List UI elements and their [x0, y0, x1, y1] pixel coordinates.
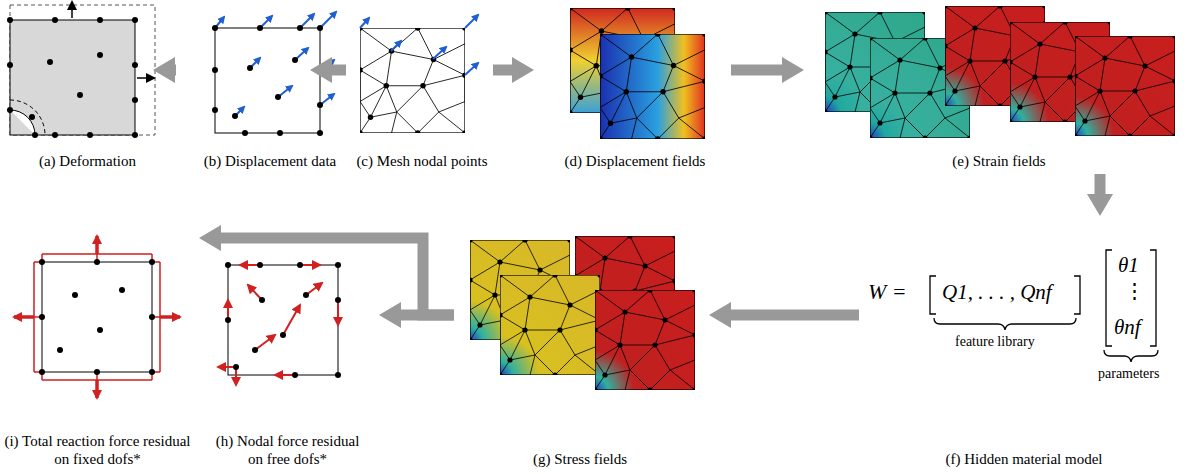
mesh-figure [357, 15, 478, 136]
displacement-field-figure [567, 5, 707, 141]
flow-arrow [217, 238, 454, 315]
figure-panel: (c) Mesh nodal points [352, 0, 492, 172]
displacement-data-figure [212, 12, 336, 136]
panel-caption: (i) Total reaction force residual on fix… [3, 432, 193, 468]
panel-caption: (d) Displacement fields [540, 152, 730, 170]
panel-caption: (b) Displacement data [195, 152, 345, 170]
deformation-figure [7, 2, 155, 138]
formula-text: Q1, . . . , Qnf [942, 281, 1052, 304]
figure-panel: (b) Displacement data [195, 0, 345, 172]
reaction-residual-figure [14, 236, 180, 398]
panel-caption: (c) Mesh nodal points [352, 152, 492, 170]
formula-text: W = [868, 280, 907, 304]
flow-arrow [1095, 174, 1106, 198]
flow-arrow [727, 310, 859, 321]
formula-text: feature library [955, 334, 1035, 349]
panel-caption: (f) Hidden material model [904, 450, 1144, 468]
panel-caption: (g) Stress fields [480, 450, 680, 468]
formula-text: ⋮ [1124, 280, 1145, 303]
figure-panel: (i) Total reaction force residual on fix… [0, 222, 195, 470]
flow-arrow [328, 65, 346, 76]
panel-caption: (a) Deformation [3, 152, 173, 170]
figure-panel: (g) Stress fields [455, 222, 705, 470]
figure-panel: (e) Strain fields [810, 0, 1188, 172]
nodal-residual-figure [218, 262, 341, 385]
formula-text: parameters [1098, 366, 1159, 381]
flow-arrow [731, 65, 786, 76]
panel-caption: (e) Strain fields [899, 152, 1099, 170]
flow-arrow [171, 65, 176, 76]
formula-brackets [930, 250, 1158, 362]
formula-text: θ1 [1118, 254, 1139, 277]
figure-panel: (a) Deformation [0, 0, 175, 172]
flow-arrow [493, 65, 516, 76]
strain-field-figure [822, 3, 1177, 140]
stress-field-figure [467, 233, 697, 392]
figure-panel: (d) Displacement fields [540, 0, 730, 172]
panel-caption: (h) Nodal force residual on free dofs* [213, 432, 363, 468]
formula-text: θnf [1114, 316, 1141, 339]
figure-panel: (h) Nodal force residual on free dofs* [200, 222, 375, 470]
